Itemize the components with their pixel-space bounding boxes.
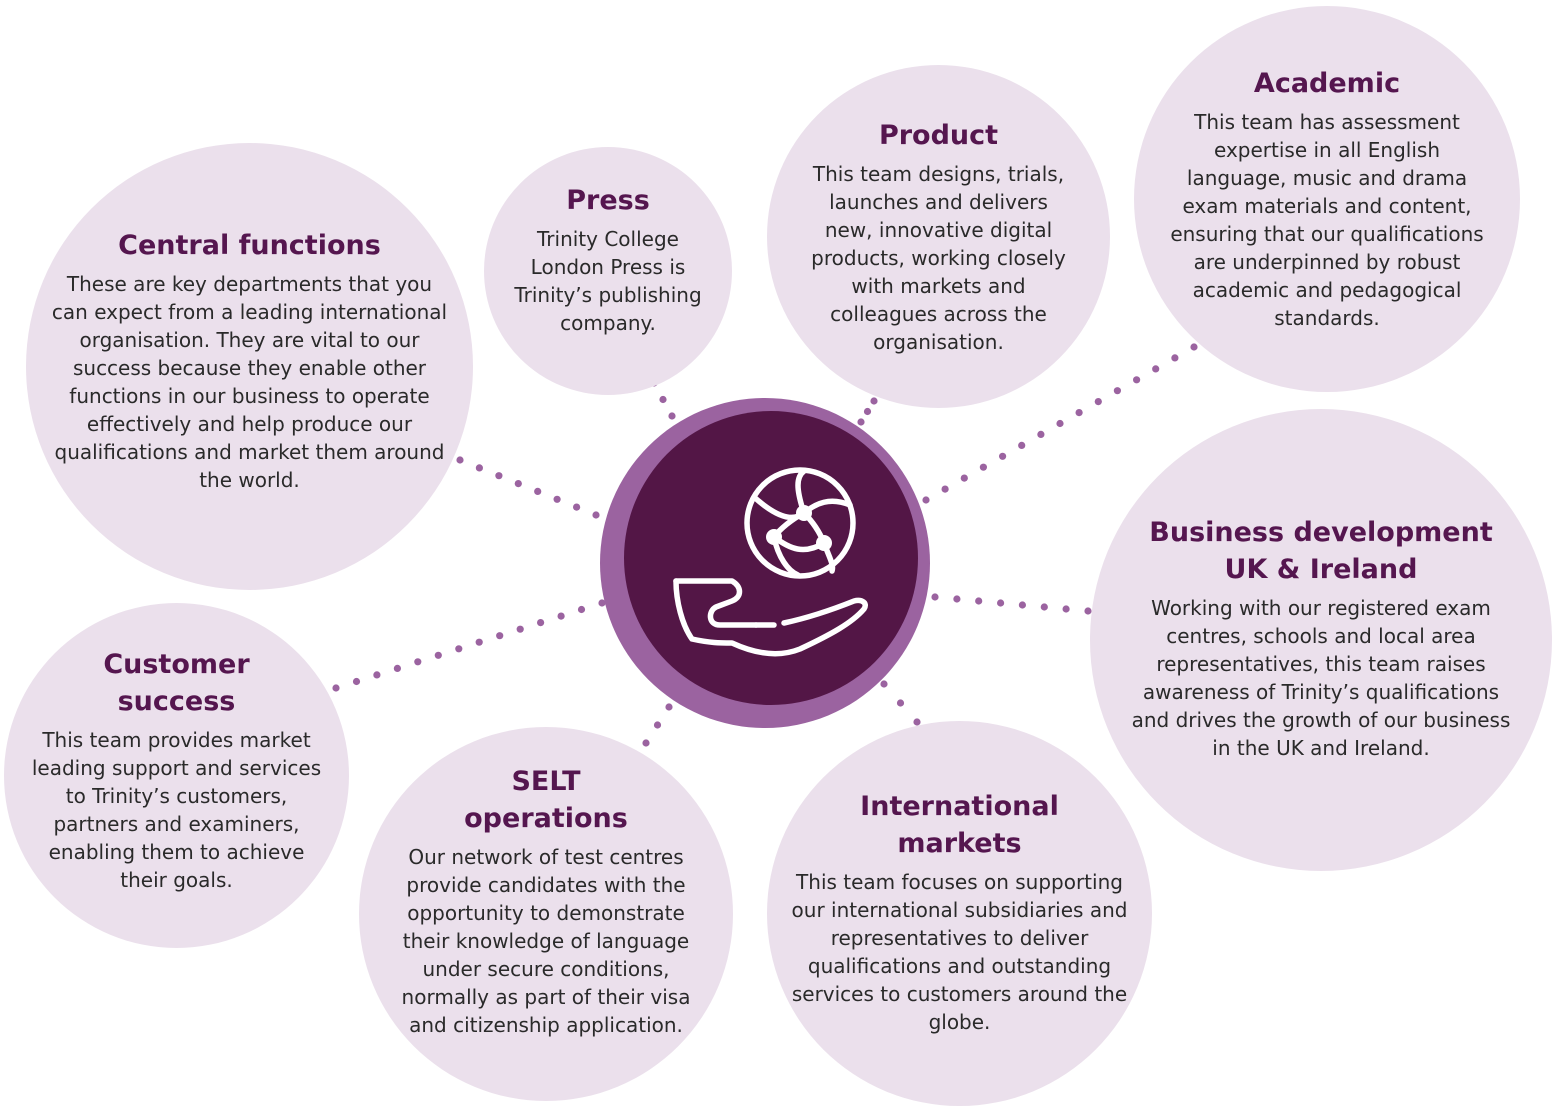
- connector-dot-business: [975, 597, 983, 605]
- connector-dot-customer: [537, 619, 545, 627]
- team-bubble-press: Press Trinity College London Press is Tr…: [484, 147, 732, 395]
- connector-dot-central: [592, 511, 600, 519]
- team-description: This team provides market leading suppor…: [31, 728, 322, 892]
- connector-dot-academic: [1133, 376, 1141, 384]
- connector-dot-academic: [941, 485, 949, 493]
- team-title: SELT operations: [464, 766, 628, 834]
- connector-dot-academic: [1190, 343, 1198, 351]
- team-description: Trinity College London Press is Trinity’…: [514, 227, 702, 335]
- connector-dot-customer: [475, 638, 483, 646]
- connector-dot-customer: [332, 684, 340, 692]
- connector-dot-central: [573, 503, 581, 511]
- connector-dot-academic: [999, 452, 1007, 460]
- connector-dot-customer: [496, 632, 504, 640]
- team-bubble-academic: Academic This team has assessment expert…: [1134, 6, 1520, 392]
- team-title: Business development UK & Ireland: [1149, 517, 1493, 585]
- connector-dot-product: [863, 407, 872, 416]
- connector-dot-central: [495, 472, 503, 480]
- connector-dot-academic: [1094, 398, 1102, 406]
- connector-dot-business: [1018, 601, 1026, 609]
- team-title: Customer success: [103, 649, 250, 717]
- connector-dot-customer: [373, 671, 381, 679]
- connector-dot-international: [880, 680, 888, 688]
- connector-dot-academic: [1075, 409, 1083, 417]
- team-title: Press: [566, 185, 650, 216]
- connector-dot-central: [553, 495, 561, 503]
- team-bubble-business-development: Business development UK & Ireland Workin…: [1090, 409, 1552, 871]
- team-description: Our network of test centres provide cand…: [401, 845, 691, 1037]
- team-description: This team has assessment expertise in al…: [1170, 110, 1484, 330]
- connector-dot-press: [668, 412, 676, 420]
- team-title: Academic: [1253, 68, 1401, 99]
- connector-dot-academic: [922, 496, 930, 504]
- team-bubble-customer-success: Customer success This team provides mark…: [4, 603, 349, 948]
- connector-dot-academic: [1152, 365, 1160, 373]
- hand-holding-globe-icon: [673, 467, 868, 657]
- connector-dot-academic: [1113, 387, 1121, 395]
- team-description: This team designs, trials, launches and …: [811, 162, 1066, 354]
- team-description: These are key departments that you can e…: [51, 272, 448, 492]
- connector-dot-academic: [1056, 419, 1064, 428]
- connector-dot-academic: [960, 474, 968, 482]
- connector-dot-international: [913, 718, 921, 726]
- connector-dot-academic: [979, 463, 988, 471]
- team-bubble-international-markets: International markets This team focuses …: [767, 721, 1152, 1106]
- connector-dot-central: [456, 456, 464, 464]
- connector-dot-international: [896, 699, 905, 707]
- connector-dot-selt: [642, 739, 650, 747]
- team-title: Product: [878, 120, 999, 151]
- team-bubble-product: Product This team designs, trials, launc…: [767, 65, 1110, 408]
- connector-dot-academic: [1171, 354, 1179, 362]
- connector-dot-business: [1084, 607, 1092, 615]
- team-bubble-selt-operations: SELT operations Our network of test cent…: [359, 727, 733, 1101]
- connector-dot-selt: [653, 721, 662, 729]
- connector-dot-customer: [516, 625, 524, 633]
- connector-dot-customer: [434, 651, 442, 659]
- team-title: International markets: [860, 791, 1059, 859]
- team-bubble-central-functions: Central functions These are key departme…: [26, 143, 473, 590]
- connector-dot-academic: [1018, 441, 1026, 449]
- connector-dot-product: [857, 418, 865, 426]
- connector-dot-business: [931, 593, 939, 601]
- connector-dot-business: [953, 595, 961, 603]
- connector-dot-customer: [557, 612, 565, 620]
- connector-dot-customer: [352, 677, 361, 686]
- connector-dot-press: [659, 395, 667, 404]
- connector-dot-business: [997, 599, 1005, 607]
- team-description: Working with our registered exam centres…: [1131, 596, 1511, 760]
- connector-dot-customer: [414, 658, 422, 666]
- connector-dot-customer: [577, 605, 586, 614]
- connector-dot-product: [870, 397, 878, 405]
- connector-dot-central: [534, 487, 542, 495]
- connector-dot-central: [475, 464, 483, 472]
- connector-dot-customer: [393, 664, 401, 673]
- team-description: This team focuses on supporting our inte…: [791, 870, 1128, 1034]
- connector-dot-customer: [455, 645, 463, 653]
- connector-dot-business: [1062, 605, 1070, 613]
- team-title: Central functions: [118, 230, 381, 261]
- connector-dot-central: [514, 480, 522, 488]
- connector-dot-selt: [665, 703, 673, 711]
- connector-dot-academic: [1037, 430, 1045, 438]
- connector-dot-business: [1040, 603, 1048, 611]
